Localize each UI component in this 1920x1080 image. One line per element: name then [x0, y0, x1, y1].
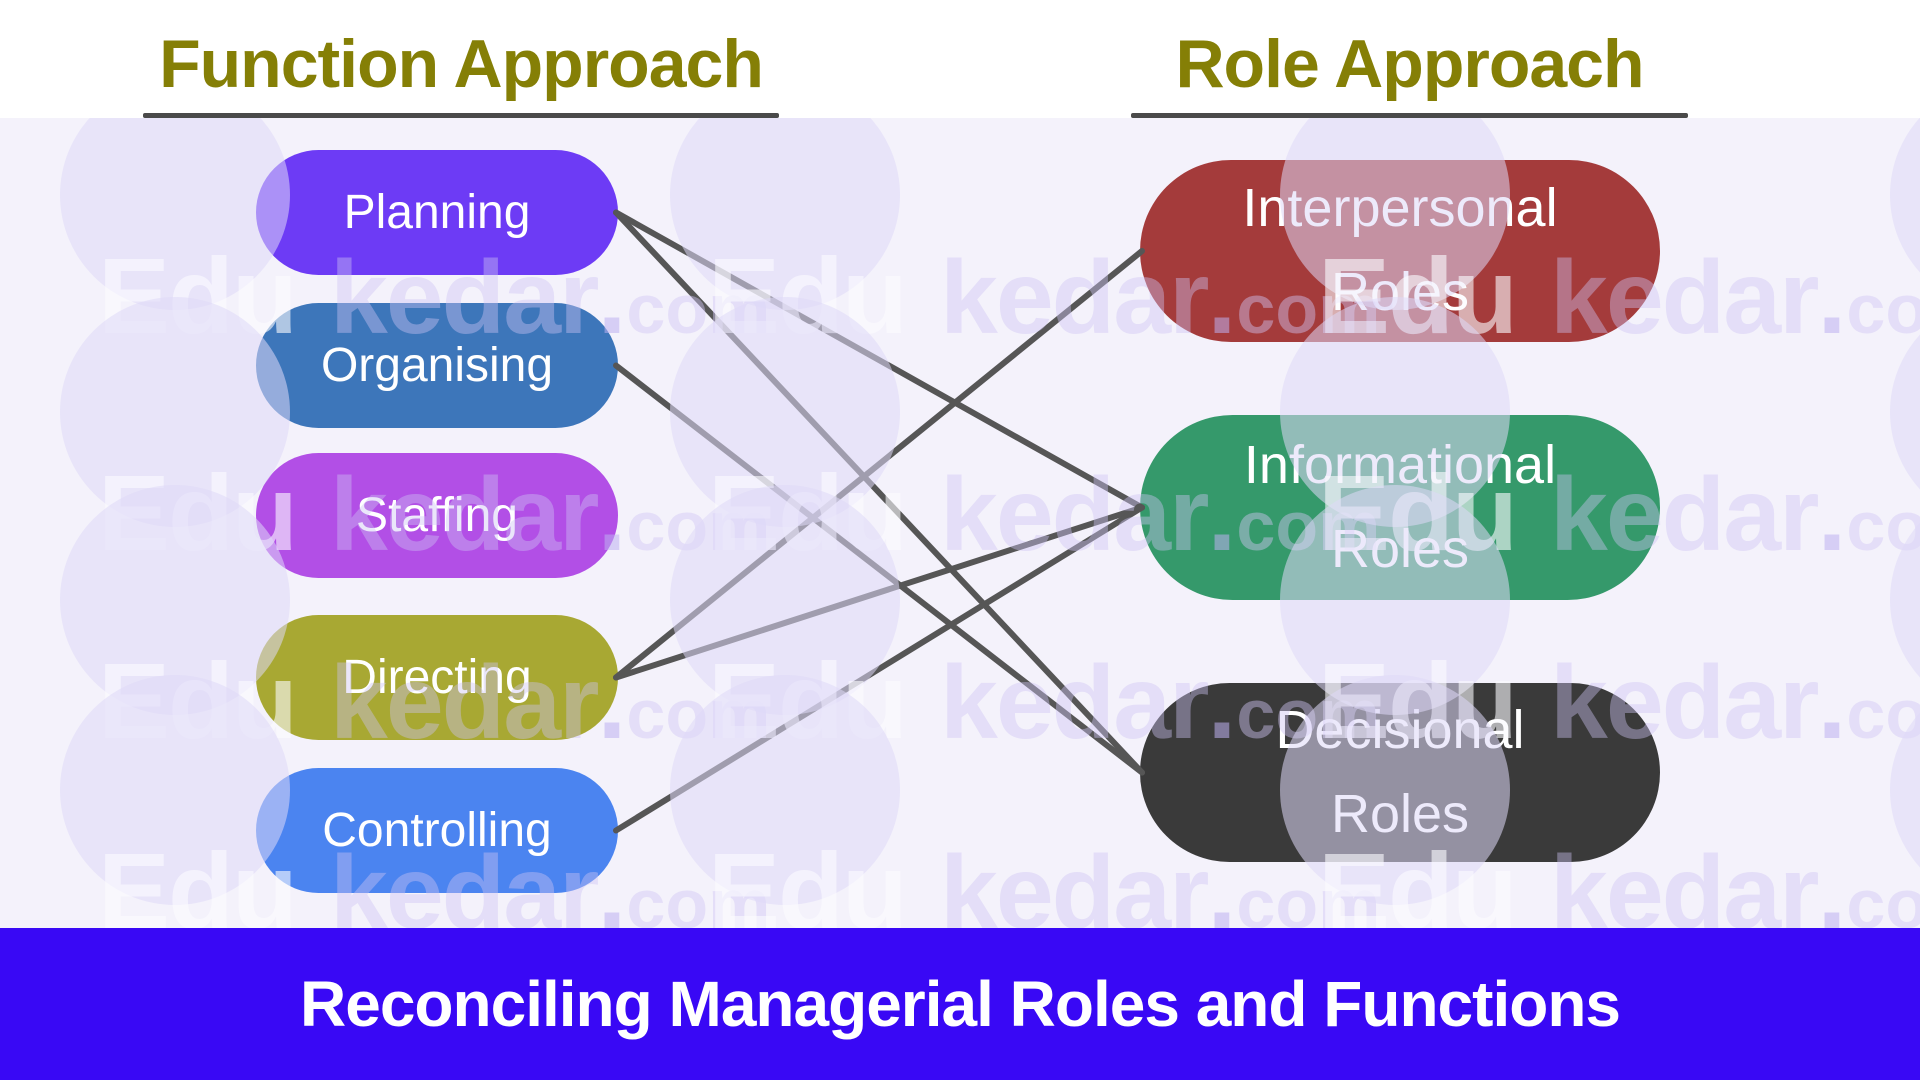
- connector-directing-to-informational: [613, 504, 1145, 681]
- function-label: Organising: [320, 339, 554, 392]
- function-oval-organising: Organising: [256, 303, 618, 428]
- role-approach-title: Role Approach: [1175, 26, 1644, 102]
- function-oval-staffing: Staffing: [256, 453, 618, 578]
- function-oval-planning: Planning: [256, 150, 618, 275]
- caption-text: Reconciling Managerial Roles and Functio…: [300, 968, 1621, 1040]
- connector-controlling-to-informational: [613, 504, 1145, 834]
- header-band: [0, 0, 1920, 118]
- function-title-underline: [143, 113, 779, 118]
- function-oval-controlling: Controlling: [256, 768, 618, 893]
- function-label: Controlling: [322, 804, 552, 857]
- connector-organising-to-decisional: [613, 362, 1145, 776]
- function-approach-title: Function Approach: [159, 26, 764, 102]
- connector-planning-to-decisional: [613, 209, 1145, 776]
- function-label: Directing: [342, 651, 532, 704]
- function-label: Planning: [343, 186, 531, 239]
- caption-banner: Reconciling Managerial Roles and Functio…: [0, 928, 1920, 1080]
- function-oval-directing: Directing: [256, 615, 618, 740]
- function-label: Staffing: [356, 489, 518, 542]
- role-title-underline: [1131, 113, 1688, 118]
